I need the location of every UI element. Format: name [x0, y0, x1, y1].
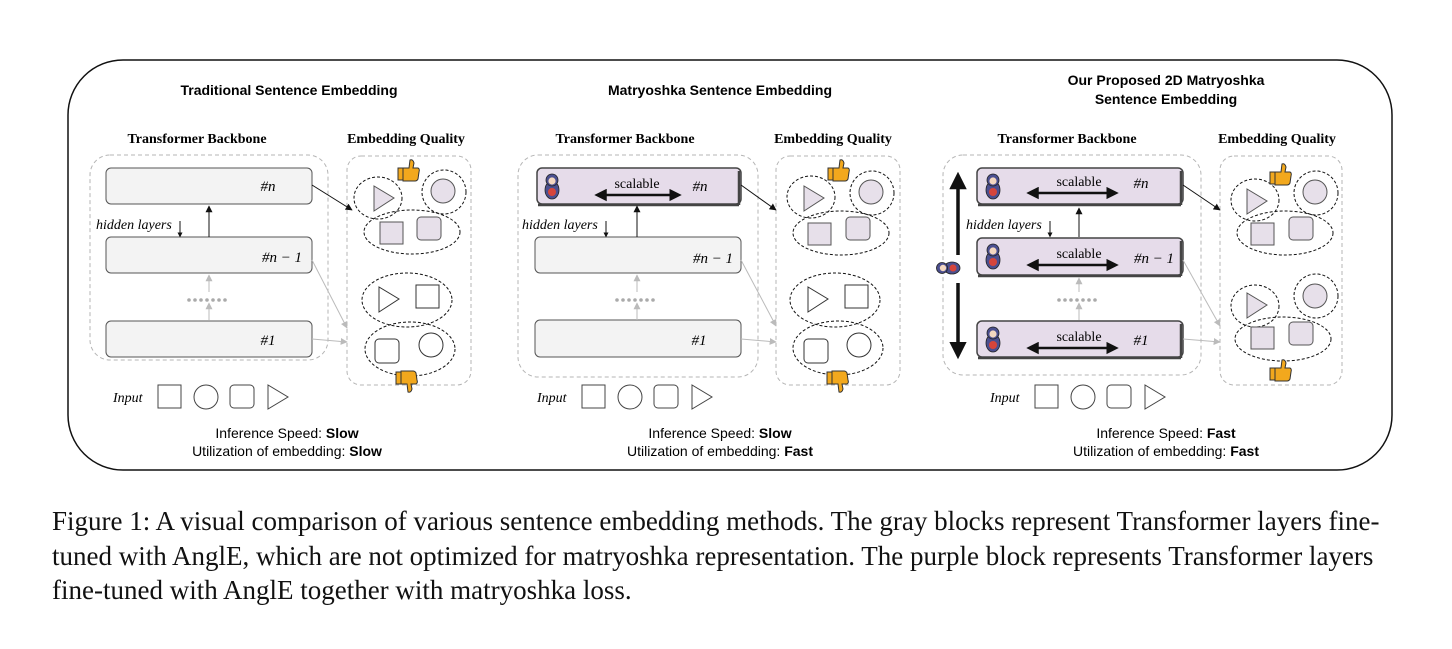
input-rounded-square-icon — [229, 384, 255, 409]
circle-icon — [1302, 179, 1328, 205]
layer-block-n — [105, 167, 313, 205]
square-icon — [415, 284, 440, 309]
rounded-square-icon — [374, 338, 400, 364]
circle-icon — [858, 179, 884, 205]
square-icon — [844, 284, 869, 309]
panel-2d-matryoshka: Our Proposed 2D Matryoshka Sentence Embe… — [936, 72, 1343, 459]
input-triangle-icon — [691, 384, 713, 410]
panel-title: Matryoshka Sentence Embedding — [608, 82, 832, 98]
figure-caption: Figure 1: A visual comparison of various… — [52, 506, 1380, 605]
ellipsis-dots — [187, 298, 227, 302]
layer-block-1 — [534, 319, 742, 358]
thumbs-up-icon — [827, 159, 850, 182]
triangle-icon — [803, 185, 825, 212]
backbone-label: Transformer Backbone — [997, 132, 1136, 147]
thumbs-down-icon — [395, 370, 418, 393]
square-icon — [1250, 222, 1275, 246]
layer-label: #n — [693, 179, 708, 195]
scalable-label: scalable — [1056, 175, 1101, 190]
layer-label: #n — [1134, 176, 1149, 192]
backbone-label: Transformer Backbone — [127, 132, 266, 147]
input-rounded-square-icon — [1106, 384, 1132, 409]
scalable-label: scalable — [1056, 247, 1101, 262]
input-square-icon — [157, 384, 182, 409]
rounded-square-icon — [1288, 216, 1314, 241]
backbone-container — [89, 154, 329, 361]
scalable-label: scalable — [614, 177, 659, 192]
rounded-square-icon — [416, 216, 442, 241]
matryoshka-doll-icon — [544, 173, 560, 200]
triangle-icon — [1246, 292, 1268, 319]
layer-block-1 — [105, 320, 313, 358]
input-circle-icon — [1070, 384, 1096, 410]
panel-matryoshka: Matryoshka Sentence Embedding Transforme… — [517, 82, 901, 459]
quality-label: Embedding Quality — [1218, 132, 1336, 147]
hidden-layers-label: hidden layers — [96, 218, 172, 233]
thumbs-up-icon — [1269, 163, 1292, 186]
quality-label: Embedding Quality — [347, 132, 465, 147]
thumbs-up-icon — [1269, 359, 1292, 382]
utilization: Utilization of embedding: Slow — [192, 443, 382, 459]
outer-frame — [67, 59, 1393, 471]
input-label: Input — [112, 391, 144, 406]
scalable-label: scalable — [1056, 330, 1101, 345]
hidden-layers-label: hidden layers — [522, 218, 598, 233]
triangle-icon — [1246, 188, 1268, 215]
rounded-square-icon — [803, 338, 829, 364]
layer-label: #1 — [692, 333, 707, 349]
triangle-icon — [807, 286, 829, 313]
input-triangle-icon — [1144, 384, 1166, 410]
matryoshka-doll-icon — [985, 243, 1001, 270]
matryoshka-doll-icon — [985, 173, 1001, 200]
backbone-label: Transformer Backbone — [555, 132, 694, 147]
ellipsis-dots — [615, 298, 655, 302]
square-icon — [1250, 326, 1275, 350]
layer-label: #1 — [1134, 333, 1149, 349]
square-icon — [379, 221, 404, 245]
rounded-square-icon — [1288, 321, 1314, 346]
panel-traditional: Traditional Sentence Embedding Transform… — [89, 82, 472, 459]
panel-title: Our Proposed 2D Matryoshka — [1068, 72, 1265, 88]
input-circle-icon — [617, 384, 643, 410]
input-label: Input — [536, 391, 568, 406]
figure-diagram: Traditional Sentence Embedding Transform… — [67, 59, 1393, 471]
triangle-icon — [378, 286, 400, 313]
circle-icon — [1302, 283, 1328, 309]
layer-label: #n — [261, 179, 276, 195]
input-circle-icon — [193, 384, 219, 410]
rounded-square-icon — [845, 216, 871, 241]
input-label: Input — [989, 391, 1021, 406]
matryoshka-doll-icon — [985, 326, 1001, 353]
layer-label: #n − 1 — [693, 251, 733, 267]
layer-label: #n − 1 — [1134, 251, 1174, 267]
circle-icon — [846, 332, 872, 358]
square-icon — [807, 222, 832, 246]
quality-label: Embedding Quality — [774, 132, 892, 147]
matryoshka-doll-icon — [936, 261, 961, 275]
input-square-icon — [1034, 384, 1059, 409]
thumbs-down-icon — [826, 370, 849, 393]
quality-container — [1219, 155, 1343, 386]
utilization: Utilization of embedding: Fast — [627, 443, 813, 459]
input-rounded-square-icon — [653, 384, 679, 409]
layer-label: #n − 1 — [262, 250, 302, 266]
inference-speed: Inference Speed: Slow — [648, 425, 791, 441]
layer-label: #1 — [261, 333, 276, 349]
hidden-layers-label: hidden layers — [966, 218, 1042, 233]
ellipsis-dots — [1057, 298, 1097, 302]
input-triangle-icon — [267, 384, 289, 410]
panel-title: Traditional Sentence Embedding — [180, 82, 397, 98]
panel-title: Sentence Embedding — [1095, 91, 1237, 107]
inference-speed: Inference Speed: Slow — [215, 425, 358, 441]
inference-speed: Inference Speed: Fast — [1096, 425, 1236, 441]
input-square-icon — [581, 384, 606, 409]
layer-block-n-1 — [534, 236, 742, 274]
circle-icon — [418, 332, 444, 358]
triangle-icon — [373, 185, 395, 212]
circle-icon — [430, 178, 456, 204]
thumbs-up-icon — [397, 159, 420, 182]
backbone-container — [517, 154, 759, 378]
utilization: Utilization of embedding: Fast — [1073, 443, 1259, 459]
